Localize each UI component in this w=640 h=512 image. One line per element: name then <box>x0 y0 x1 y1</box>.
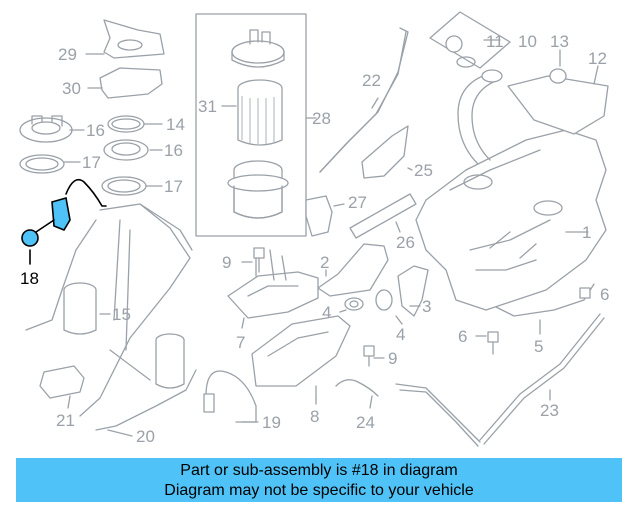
bracket-30 <box>87 67 163 99</box>
strap-26 <box>349 193 417 239</box>
callout-9: 9 <box>222 253 231 272</box>
fuel-line-23 <box>395 313 605 447</box>
callout-8: 8 <box>310 407 319 426</box>
parts-diagram: 1 2 3 4 4 5 6 6 7 8 9 9 10 11 12 13 14 1… <box>19 11 609 447</box>
callout-29: 29 <box>58 45 77 64</box>
heat-shield-7 <box>227 249 319 319</box>
callout-12: 12 <box>588 49 607 68</box>
seal-17b <box>101 176 147 196</box>
leader-lines <box>63 39 599 437</box>
shield-3 <box>397 265 429 317</box>
filter-cap <box>231 29 285 68</box>
callout-23: 23 <box>540 401 559 420</box>
fuel-line-20 <box>95 369 197 431</box>
callout-6: 6 <box>600 285 609 304</box>
lock-ring-16b <box>103 139 149 161</box>
callout-3: 3 <box>422 297 431 316</box>
bolt-9 <box>253 247 265 273</box>
filler-neck <box>457 69 503 165</box>
bracket-27 <box>305 195 333 237</box>
callout-21: 21 <box>56 411 75 430</box>
tube-22 <box>319 27 409 173</box>
seal-17 <box>19 154 65 174</box>
connector-21 <box>39 365 85 399</box>
filter-assembly-box <box>195 13 317 237</box>
callout-5: 5 <box>534 337 543 356</box>
shield-12 <box>507 75 609 135</box>
fuel-level-sensor-18 <box>21 178 107 265</box>
grommet-4 <box>344 297 364 311</box>
callout-11: 11 <box>486 32 504 51</box>
callout-22: 22 <box>362 71 381 90</box>
callout-16b: 16 <box>164 141 183 160</box>
callout-15: 15 <box>112 305 131 324</box>
callout-17b: 17 <box>164 177 183 196</box>
callout-25: 25 <box>414 161 433 180</box>
hose-24 <box>335 379 379 397</box>
banner-line-disclaimer: Diagram may not be specific to your vehi… <box>164 482 474 499</box>
gasket-14 <box>107 115 163 133</box>
fuel-filter <box>221 79 283 146</box>
callout-labels: 1 2 3 4 4 5 6 6 7 8 9 9 10 11 12 13 14 1… <box>20 32 609 446</box>
callout-30: 30 <box>62 79 81 98</box>
callout-4b: 4 <box>396 325 405 344</box>
callout-31: 31 <box>198 97 217 116</box>
bolt-6b <box>487 331 499 355</box>
wire-harness-19 <box>203 370 257 423</box>
callout-9b: 9 <box>388 349 397 368</box>
grommet-4b <box>375 289 393 311</box>
callout-7: 7 <box>236 333 245 352</box>
bolt-9b <box>363 345 375 367</box>
bracket-29 <box>85 19 165 59</box>
callout-10: 10 <box>518 32 537 51</box>
callout-19: 19 <box>262 413 281 432</box>
callout-1: 1 <box>582 223 591 242</box>
callout-16: 16 <box>86 121 105 140</box>
heat-shield-8 <box>251 315 351 399</box>
bolt-6 <box>579 287 591 299</box>
callout-26: 26 <box>396 233 415 252</box>
callout-6b: 6 <box>458 327 467 346</box>
bracket-2 <box>317 243 389 297</box>
callout-13: 13 <box>550 32 569 51</box>
cap-13 <box>549 68 567 84</box>
callout-2: 2 <box>320 253 329 272</box>
lock-ring-16 <box>19 115 73 143</box>
callout-27: 27 <box>348 193 367 212</box>
callout-18: 18 <box>20 269 39 288</box>
callout-17: 17 <box>82 153 101 172</box>
callout-14: 14 <box>166 115 185 134</box>
callout-28: 28 <box>312 109 331 128</box>
callout-20: 20 <box>136 427 155 446</box>
info-banner: Part or sub-assembly is #18 in diagram D… <box>16 458 622 502</box>
callout-4: 4 <box>322 303 331 322</box>
callout-24: 24 <box>356 413 375 432</box>
fuel-pump-module <box>25 203 193 417</box>
banner-line-part: Part or sub-assembly is #18 in diagram <box>180 462 458 479</box>
bracket-25 <box>361 125 409 179</box>
fuel-tank <box>415 129 607 311</box>
filler-cap-box <box>429 11 511 69</box>
filter-housing <box>227 160 289 219</box>
